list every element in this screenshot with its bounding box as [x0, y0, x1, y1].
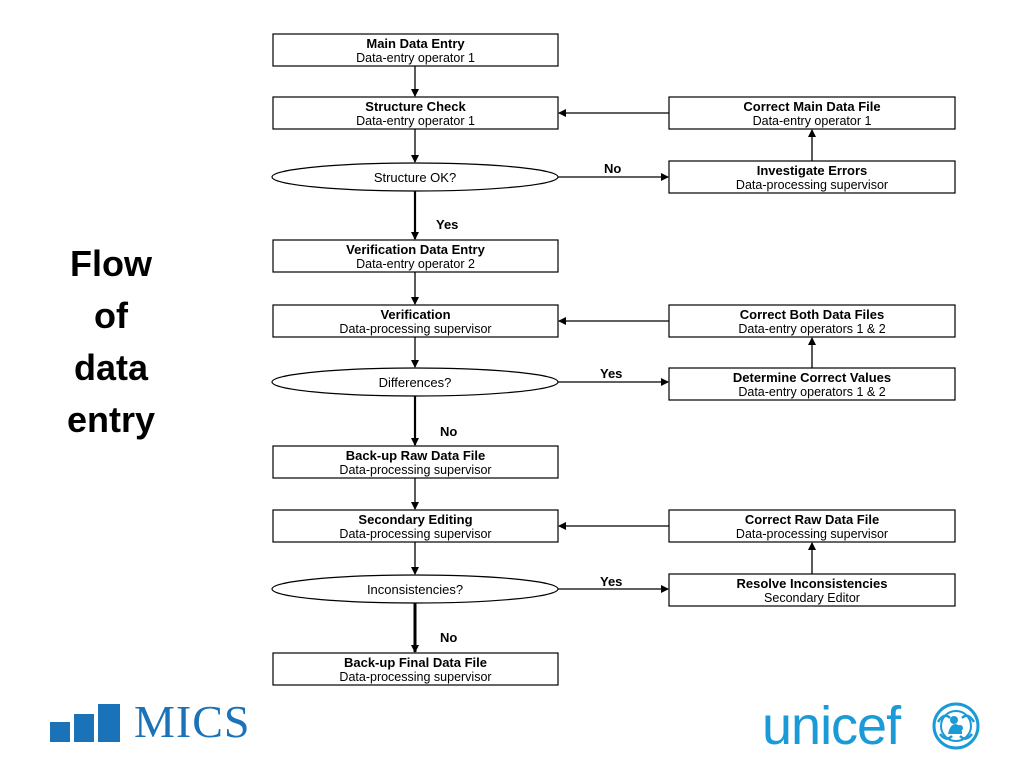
unicef-emblem-icon — [932, 702, 980, 750]
label-structure-yes: Yes — [436, 217, 458, 232]
box-correct-raw-data-file: Correct Raw Data File Data-processing su… — [668, 509, 956, 543]
svg-text:Data-processing supervisor: Data-processing supervisor — [736, 178, 888, 192]
box-backup-final-data-file: Back-up Final Data File Data-processing … — [272, 652, 559, 686]
svg-text:Secondary Editor: Secondary Editor — [764, 591, 860, 605]
mics-logo-text: MICS — [134, 696, 251, 747]
decision-inconsistencies: Inconsistencies? — [271, 574, 559, 604]
svg-text:Correct Both Data Files: Correct Both Data Files — [740, 307, 884, 322]
svg-text:Data-entry operators 1 & 2: Data-entry operators 1 & 2 — [738, 322, 885, 336]
svg-text:Verification Data Entry: Verification Data Entry — [346, 242, 485, 257]
flowchart: Main Data Entry Data-entry operator 1 St… — [271, 33, 956, 686]
svg-text:Secondary Editing: Secondary Editing — [358, 512, 472, 527]
unicef-logo-text: unicef — [762, 696, 901, 756]
box-verification-data-entry: Verification Data Entry Data-entry opera… — [272, 239, 559, 273]
connectors — [411, 66, 816, 653]
svg-text:Data-processing supervisor: Data-processing supervisor — [339, 463, 491, 477]
svg-text:Correct Main Data File: Correct Main Data File — [743, 99, 880, 114]
slide-title: Flow of data entry — [52, 238, 170, 446]
decision-differences: Differences? — [271, 367, 559, 397]
svg-text:Back-up Raw Data File: Back-up Raw Data File — [346, 448, 485, 463]
svg-text:Structure Check: Structure Check — [365, 99, 466, 114]
box-investigate-errors: Investigate Errors Data-processing super… — [668, 160, 956, 194]
svg-text:Data-entry operators 1 & 2: Data-entry operators 1 & 2 — [738, 385, 885, 399]
bar-chart-icon — [50, 704, 120, 742]
title-line: entry — [66, 399, 156, 440]
svg-text:Determine Correct Values: Determine Correct Values — [733, 370, 891, 385]
label-differences-no: No — [440, 424, 457, 439]
svg-text:Structure OK?: Structure OK? — [374, 170, 456, 185]
label-differences-yes: Yes — [600, 366, 622, 381]
svg-text:Data-processing supervisor: Data-processing supervisor — [736, 527, 888, 541]
svg-text:Resolve Inconsistencies: Resolve Inconsistencies — [736, 576, 887, 591]
svg-text:Data-processing supervisor: Data-processing supervisor — [339, 670, 491, 684]
box-correct-both-data-files: Correct Both Data Files Data-entry opera… — [668, 304, 956, 338]
box-correct-main-data-file: Correct Main Data File Data-entry operat… — [668, 96, 956, 130]
box-verification: Verification Data-processing supervisor — [272, 304, 559, 338]
label-inconsistencies-yes: Yes — [600, 574, 622, 589]
svg-text:Main Data Entry: Main Data Entry — [366, 36, 465, 51]
box-backup-raw-data-file: Back-up Raw Data File Data-processing su… — [272, 445, 559, 479]
label-inconsistencies-no: No — [440, 630, 457, 645]
label-structure-no: No — [604, 161, 621, 176]
svg-text:Verification: Verification — [380, 307, 450, 322]
box-structure-check: Structure Check Data-entry operator 1 — [272, 96, 559, 130]
svg-text:Data-entry operator 1: Data-entry operator 1 — [356, 51, 475, 65]
title-line: of — [94, 295, 128, 336]
svg-text:Differences?: Differences? — [379, 375, 452, 390]
svg-text:Back-up Final Data File: Back-up Final Data File — [344, 655, 487, 670]
decision-structure-ok: Structure OK? — [271, 162, 559, 192]
svg-text:Data-processing supervisor: Data-processing supervisor — [339, 527, 491, 541]
svg-text:Data-entry operator 1: Data-entry operator 1 — [356, 114, 475, 128]
title-line: data — [73, 347, 149, 388]
svg-text:Investigate Errors: Investigate Errors — [757, 163, 868, 178]
svg-text:Inconsistencies?: Inconsistencies? — [367, 582, 463, 597]
box-determine-correct-values: Determine Correct Values Data-entry oper… — [668, 367, 956, 401]
svg-text:Data-processing supervisor: Data-processing supervisor — [339, 322, 491, 336]
svg-text:Correct Raw Data File: Correct Raw Data File — [745, 512, 879, 527]
box-main-data-entry: Main Data Entry Data-entry operator 1 — [272, 33, 559, 67]
svg-text:Data-entry operator 1: Data-entry operator 1 — [753, 114, 872, 128]
box-resolve-inconsistencies: Resolve Inconsistencies Secondary Editor — [668, 573, 956, 607]
svg-text:Data-entry operator 2: Data-entry operator 2 — [356, 257, 475, 271]
box-secondary-editing: Secondary Editing Data-processing superv… — [272, 509, 559, 543]
title-line: Flow — [70, 243, 152, 284]
